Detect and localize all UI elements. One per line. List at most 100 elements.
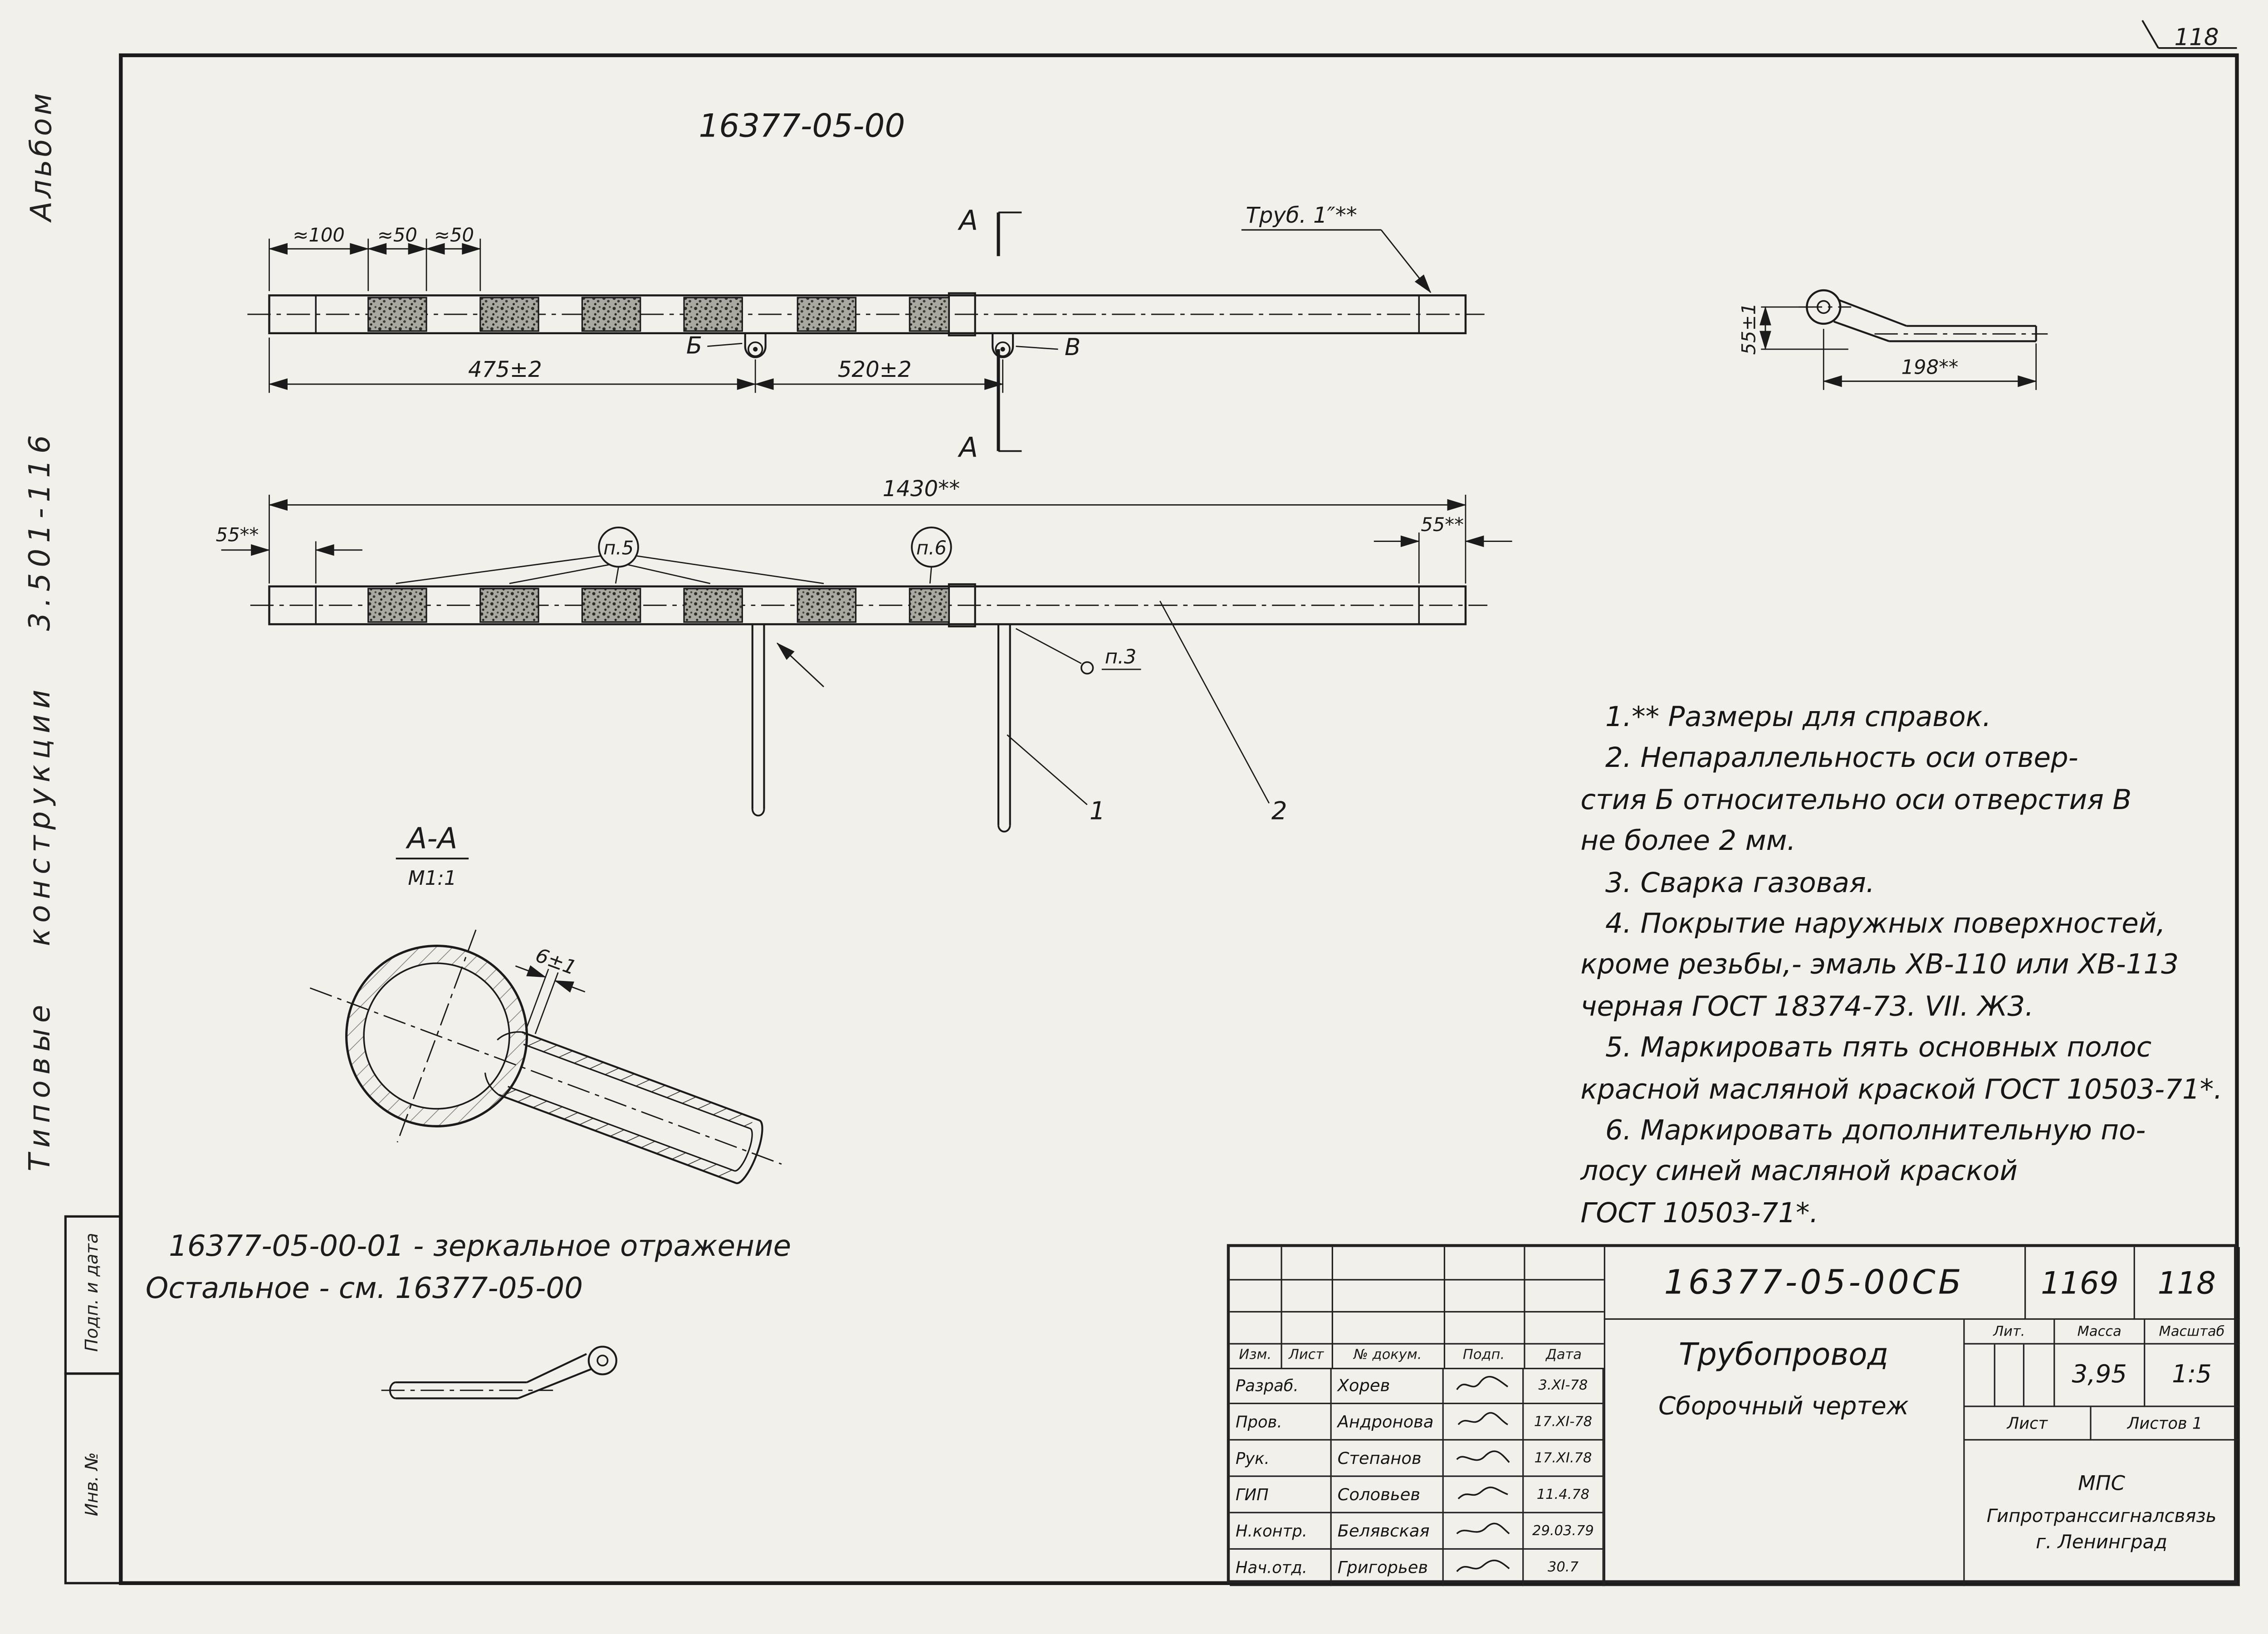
org-line3: г. Ленинград (2036, 1531, 2168, 1554)
sheets-label: Листов 1 (2091, 1407, 2240, 1441)
row-role: Н.контр. (1230, 1513, 1332, 1550)
note-line: 2. Непараллельность оси отвер- (1605, 742, 2078, 775)
note-line: черная ГОСТ 18374-73. VII. Ж3. (1580, 990, 2034, 1023)
dim-55-1: 55±1 (1737, 303, 1760, 355)
note-line: 1.** Размеры для справок. (1605, 701, 1991, 734)
row-role: Пров. (1230, 1404, 1332, 1441)
note-line: 5. Маркировать пять основных полос (1605, 1032, 2152, 1064)
row-role: ГИП (1230, 1477, 1332, 1513)
signature-mark (1443, 1367, 1524, 1405)
code-1169: 1169 (2026, 1247, 2135, 1320)
code-118: 118 (2135, 1247, 2240, 1320)
dim-520: 520±2 (838, 357, 912, 382)
section-view: А-А М1:1 6± (309, 822, 782, 1185)
technical-notes: 1.** Размеры для справок. 2. Непараллель… (1580, 697, 2264, 1234)
row-date: 11.4.78 (1524, 1477, 1604, 1513)
title-block: Изм. Лист № докум. Подп. Дата Разраб. Хо… (1227, 1244, 2240, 1586)
page-number: 118 (2174, 23, 2219, 51)
dim-475: 475±2 (468, 357, 542, 382)
sidebar-inv-no: Инв. № (81, 1452, 102, 1517)
top-view: ≈100 ≈50 ≈50 475±2 520±2 Б В А А Труб. 1… (247, 203, 1485, 463)
row-name: Хорев (1331, 1367, 1444, 1405)
dim-55-left: 55** (216, 524, 259, 546)
mass-value: 3,95 (2055, 1344, 2146, 1407)
note-line: не более 2 мм. (1580, 825, 1796, 858)
document-title-cell: Трубопровод Сборочный чертеж (1603, 1320, 1965, 1586)
sidebar-series: Типовые конструкции 3.501-116 (22, 429, 57, 1171)
sheet-label: Лист (1965, 1407, 2092, 1441)
document-subtitle: Сборочный чертеж (1658, 1392, 1909, 1422)
callout-p3: п.3 (1105, 646, 1137, 668)
dim-approx-100: ≈100 (293, 224, 345, 246)
callout-p6: п.6 (916, 537, 947, 559)
signature-mark (1443, 1513, 1524, 1550)
row-role: Разраб. (1230, 1367, 1332, 1405)
row-name: Степанов (1331, 1440, 1444, 1477)
col-header-data: Дата (1546, 1347, 1582, 1364)
row-date: 29.03.79 (1524, 1513, 1604, 1550)
col-header-podp: Подп. (1462, 1347, 1505, 1364)
lit-box (2024, 1344, 2055, 1407)
sheet-frame (64, 20, 2239, 1585)
scale-label: Масштаб (2145, 1320, 2240, 1345)
mirror-note-line1: 16377-05-00-01 - зеркальное отражение (169, 1228, 792, 1263)
lit-label: Лит. (1965, 1320, 2055, 1345)
note-line: 3. Сварка газовая. (1605, 867, 1875, 899)
pipe-thread-label: Труб. 1″** (1246, 203, 1357, 228)
hole-label-v: В (1065, 334, 1080, 361)
row-name: Белявская (1331, 1513, 1444, 1550)
section-letter-top: А (957, 205, 978, 237)
dim-approx-50a: ≈50 (377, 224, 417, 246)
col-header-dokum: № докум. (1354, 1347, 1422, 1364)
col-header-list: Лист (1288, 1347, 1324, 1364)
row-date: 3.XI-78 (1524, 1367, 1604, 1405)
lit-box (1995, 1344, 2025, 1407)
callout-p5: п.5 (603, 537, 634, 559)
section-letter-bottom: А (957, 431, 978, 463)
org-line2: Гипротранссигналсвязь (1986, 1503, 2217, 1526)
row-date: 17.XI.78 (1524, 1440, 1604, 1477)
mirror-note-line2: Остальное - см. 16377-05-00 (145, 1270, 583, 1306)
organization-cell: МПС Гипротранссигналсвязь г. Ленинград (1965, 1440, 2240, 1586)
dim-198: 198** (1901, 356, 1959, 379)
note-line: лосу синей масляной краской (1580, 1156, 2018, 1188)
mass-label: Масса (2055, 1320, 2146, 1345)
dim-approx-50b: ≈50 (434, 224, 474, 246)
mirror-note: 16377-05-00-01 - зеркальное отражение Ос… (146, 1225, 791, 1310)
section-title: А-А (405, 822, 457, 856)
section-scale: М1:1 (408, 867, 456, 890)
note-line: 4. Покрытие наружных поверхностей, (1605, 908, 2165, 940)
sidebar-podp-i-data: Подп. и дата (81, 1233, 102, 1352)
col-header-izm: Изм. (1239, 1347, 1272, 1364)
signature-mark (1443, 1404, 1524, 1441)
row-role: Нач.отд. (1230, 1550, 1332, 1586)
doc-number: 16377-05-00СБ (1603, 1247, 2026, 1320)
row-date: 17.XI-78 (1524, 1404, 1604, 1441)
bottom-detail (381, 1346, 617, 1400)
corner-detail: 55±1 198** (1737, 289, 2048, 390)
dim-1430: 1430** (883, 476, 960, 502)
hole-label-b: Б (686, 332, 702, 360)
lit-box (1965, 1344, 1995, 1407)
signature-mark (1443, 1440, 1524, 1477)
sidebar-album: Альбом (23, 90, 59, 221)
signature-mark (1443, 1550, 1524, 1586)
drawing-number-heading: 16377-05-00 (699, 107, 905, 145)
item-number-2: 2 (1271, 796, 1287, 825)
row-role: Рук. (1230, 1440, 1332, 1477)
note-line: красной масляной краской ГОСТ 10503-71*. (1580, 1073, 2223, 1106)
note-line: кроме резьбы,- эмаль ХВ-110 или ХВ-113 (1580, 949, 2179, 981)
dim-55-right: 55** (1421, 513, 1464, 536)
org-line1: МПС (2078, 1472, 2126, 1495)
front-view: 1430** 55** 55** п.5 п.6 п.3 1 2 (216, 476, 1512, 833)
row-date: 30.7 (1524, 1550, 1604, 1586)
scale-value: 1:5 (2145, 1344, 2240, 1407)
note-line: ГОСТ 10503-71*. (1580, 1197, 1818, 1229)
signature-mark (1443, 1477, 1524, 1513)
document-title: Трубопровод (1678, 1337, 1889, 1372)
row-name: Андронова (1331, 1404, 1444, 1441)
item-number-1: 1 (1090, 796, 1105, 825)
note-line: стия Б относительно оси отверстия В (1580, 784, 2132, 816)
